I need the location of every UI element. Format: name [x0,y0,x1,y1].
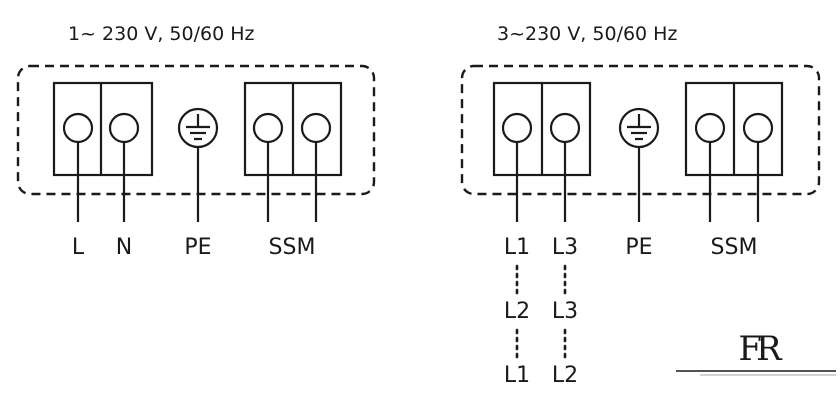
label-col1-row3: L1 [504,363,530,388]
label-ssm: SSM [269,235,316,260]
label-l: L [72,235,85,260]
label-col2-row1: L3 [552,235,578,260]
wires [76,142,318,222]
ssm-terminal-block [684,81,784,177]
fr-logo: FR [676,329,836,376]
wires [515,142,760,222]
ssm-terminal-block [243,81,343,177]
label-pe: PE [184,235,211,260]
label-pe: PE [625,235,652,260]
label-col1-row1: L1 [504,235,530,260]
terminal-box-outline [460,64,821,196]
earth-terminal [177,107,219,149]
mains-terminal-block [52,81,154,177]
label-col2-row2: L3 [552,299,578,324]
label-col1-row2: L2 [504,299,530,324]
terminal-l [62,112,94,144]
label-col2-row3: L2 [552,363,578,388]
single-phase-title: 1~ 230 V, 50/60 Hz [68,23,255,45]
phase-connectors [515,264,567,360]
mains-terminal-block [492,81,592,177]
terminal-box-outline [16,64,376,196]
logo-mark: FR [738,329,783,369]
single-phase-diagram: 1~ 230 V, 50/60 Hz [16,23,376,260]
label-n: N [116,235,132,260]
three-phase-title: 3~230 V, 50/60 Hz [497,23,677,45]
earth-terminal [618,107,660,149]
label-ssm: SSM [711,235,758,260]
terminal-n [108,112,140,144]
three-phase-diagram: 3~230 V, 50/60 Hz [460,23,821,388]
